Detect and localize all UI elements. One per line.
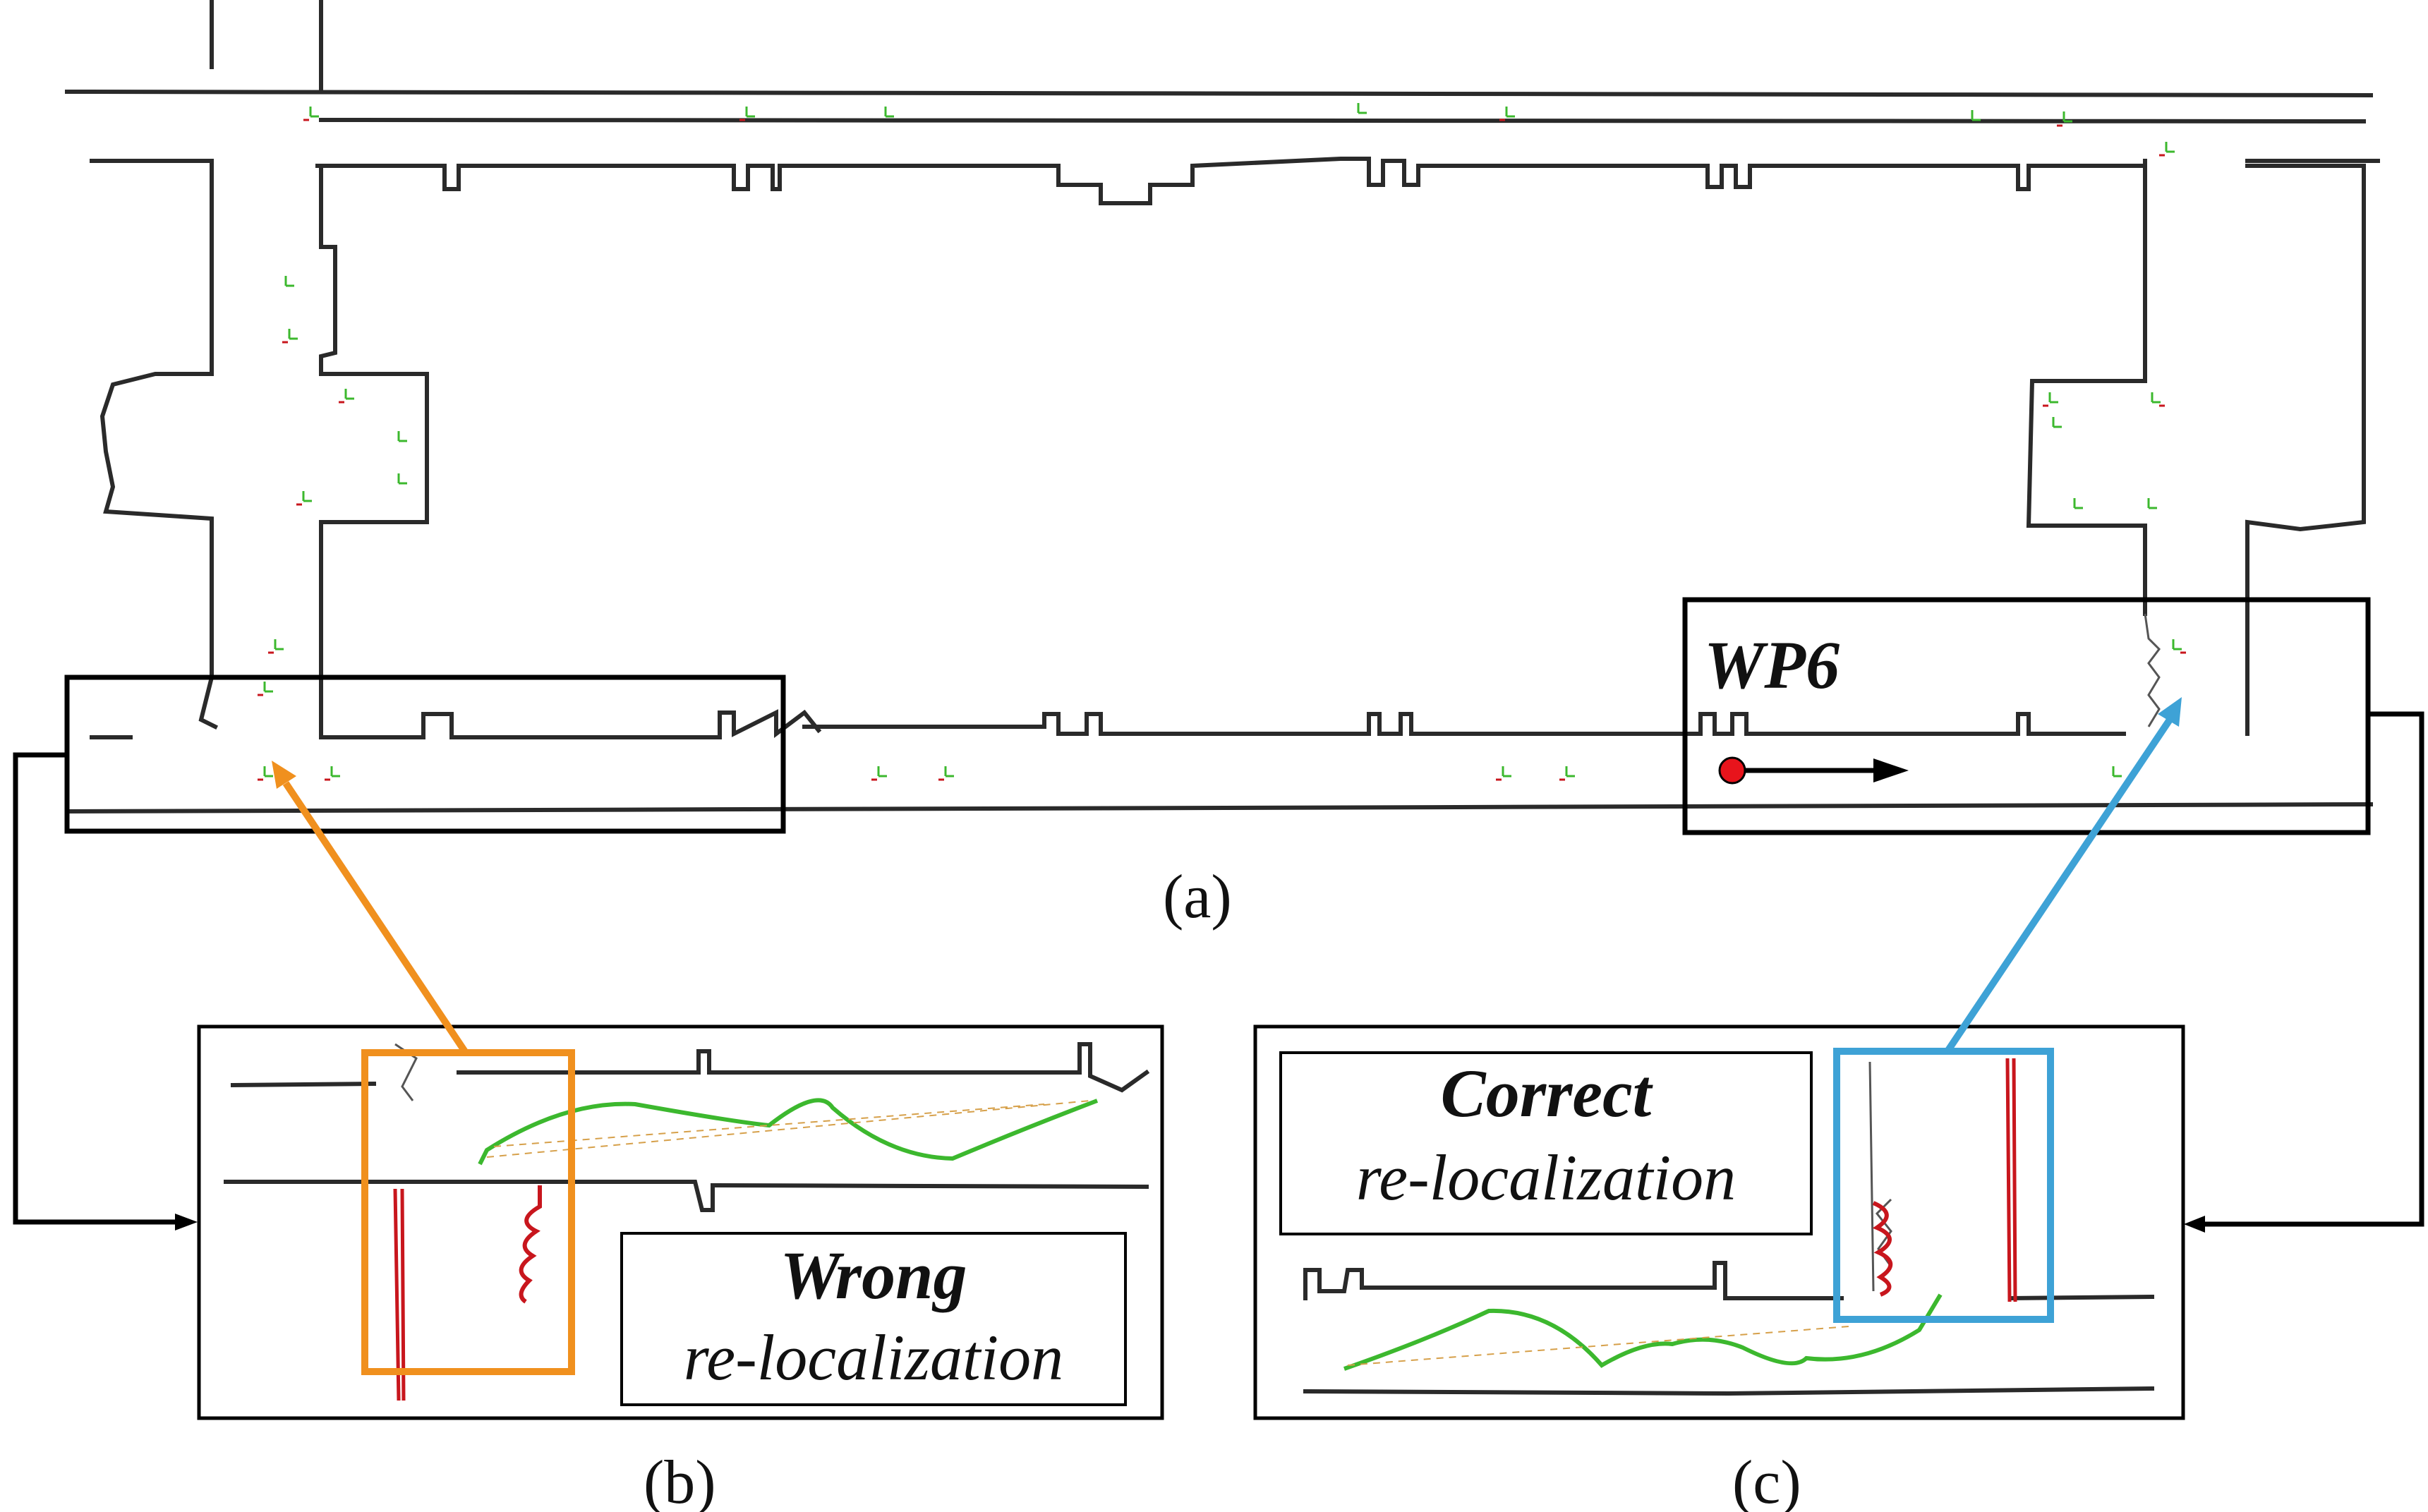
waypoint-marker [1718, 756, 1909, 785]
panel-c-red-track-right [2005, 1058, 2017, 1302]
wrong-location-arrowhead [272, 761, 296, 789]
panel-c-label-bold: Correct [1441, 1056, 1654, 1131]
panel-c-label-italic: re-localization [1356, 1142, 1736, 1214]
correct-location-arrow [1944, 718, 2173, 1053]
correct-location-arrowhead [2158, 697, 2182, 727]
panel-b-red-track-coil [519, 1185, 542, 1304]
panel-c-trajectory [1343, 1293, 1943, 1371]
panel-b-wrong-box [361, 1049, 575, 1375]
caption-b: (b) [644, 1449, 716, 1512]
caption-c: (c) [1732, 1449, 1801, 1512]
panel-b-red-track-left [393, 1188, 406, 1401]
panel-c-label-box [1279, 1051, 1813, 1235]
connector-right [2200, 711, 2424, 1227]
caption-a: (a) [1163, 863, 1232, 931]
connector-right-arrow [2184, 1216, 2205, 1233]
panel-c-red-track-coil [1872, 1201, 1893, 1297]
panel-c-correct-box [1833, 1048, 2054, 1323]
waypoint-label: WP6 [1704, 627, 1840, 703]
connector-left [13, 752, 176, 1225]
panel-b-trajectory [478, 1098, 1099, 1166]
panel-c: Correct re-localization [1253, 1024, 2185, 1420]
panel-b: Wrong re-localization [197, 1024, 1164, 1420]
pose-markers [258, 103, 2186, 781]
connector-left-arrow [175, 1214, 198, 1230]
panel-b-label-bold: Wrong [780, 1238, 967, 1313]
panel-b-label-italic: re-localization [684, 1322, 1063, 1393]
panel-b-label-box [620, 1232, 1127, 1406]
wrong-location-arrow [282, 781, 469, 1055]
floor-map [64, 0, 2380, 814]
